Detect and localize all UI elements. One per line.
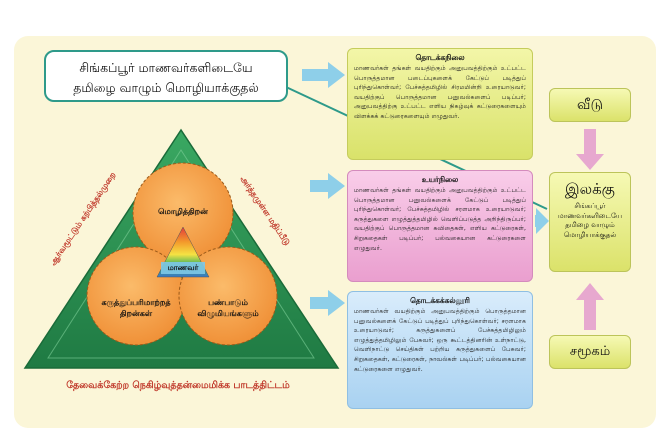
circle-right-line1: பண்பாடும் <box>208 298 248 307</box>
level-title: தொடக்கக்கல்லூரி <box>410 296 470 305</box>
arrow-community-up <box>576 283 604 330</box>
circle-top-label: மொழித்திறன் <box>158 207 208 216</box>
arrow-home-down <box>576 129 604 170</box>
level-text: மாணவர்கள் தங்கள் வயதிற்கும் அனுபவத்திற்க… <box>354 65 526 120</box>
goal-title: இலக்கு <box>565 180 615 198</box>
arrow-2 <box>310 173 345 199</box>
arrow-1 <box>302 62 345 88</box>
circle-right-line2: விழுமியங்களும் <box>197 309 259 318</box>
level-text: மாணவர்கள் தங்கள் வயதிற்கும் அனுபவத்திற்க… <box>354 187 526 252</box>
center-label-bg <box>161 262 205 274</box>
level-box-primary: தொடக்கநிலை மாணவர்கள் தங்கள் வயதிற்கும் அ… <box>347 48 533 160</box>
goal-arrows <box>576 129 604 330</box>
circle-right-label: பண்பாடும் விழுமியங்களும் <box>178 297 278 319</box>
circle-left-line2: திறன்கள் <box>119 309 153 318</box>
triangle-bottom-label: தேவைக்கேற்ற நெகிழ்வுத்தன்மைமிக்க பாடத்தி… <box>66 380 290 391</box>
circle-left-label: கருத்துப்பரிமாற்றத் திறன்கள் <box>86 297 186 319</box>
level-box-junior-college: தொடக்கக்கல்லூரி மாணவர்கள் வயதிற்கும் அனு… <box>347 291 533 409</box>
home-box: வீடு <box>549 88 631 122</box>
level-title: உயர்நிலை <box>421 175 459 184</box>
level-box-secondary: உயர்நிலை மாணவர்கள் தங்கள் வயதிற்கும் அனு… <box>347 170 533 282</box>
level-arrows <box>302 62 549 316</box>
callout-line-1: சிங்கப்பூர் மாணவர்களிடையே <box>79 60 253 75</box>
center-student-label: மாணவர் <box>167 263 199 272</box>
circle-left-line1: கருத்துப்பரிமாற்றத் <box>101 298 171 307</box>
arrow-to-goal <box>535 208 549 234</box>
arrow-3 <box>310 290 345 316</box>
level-title: தொடக்கநிலை <box>415 53 465 62</box>
goal-callout: சிங்கப்பூர் மாணவர்களிடையே தமிழை வாழும் ம… <box>44 50 288 102</box>
goal-subtitle: சிங்கப்பூர் மாணவர்களிடையே தமிழை வாழும் ம… <box>558 202 622 239</box>
level-text: மாணவர்கள் வயதிற்கும் அனுபவத்திற்கும் பொர… <box>354 308 526 373</box>
goal-box: இலக்கு சிங்கப்பூர் மாணவர்களிடையே தமிழை வ… <box>549 172 631 272</box>
community-box: சமூகம் <box>549 335 631 369</box>
callout-line-2: தமிழை வாழும் மொழியாக்குதல் <box>73 80 259 95</box>
circle-top <box>132 162 234 264</box>
